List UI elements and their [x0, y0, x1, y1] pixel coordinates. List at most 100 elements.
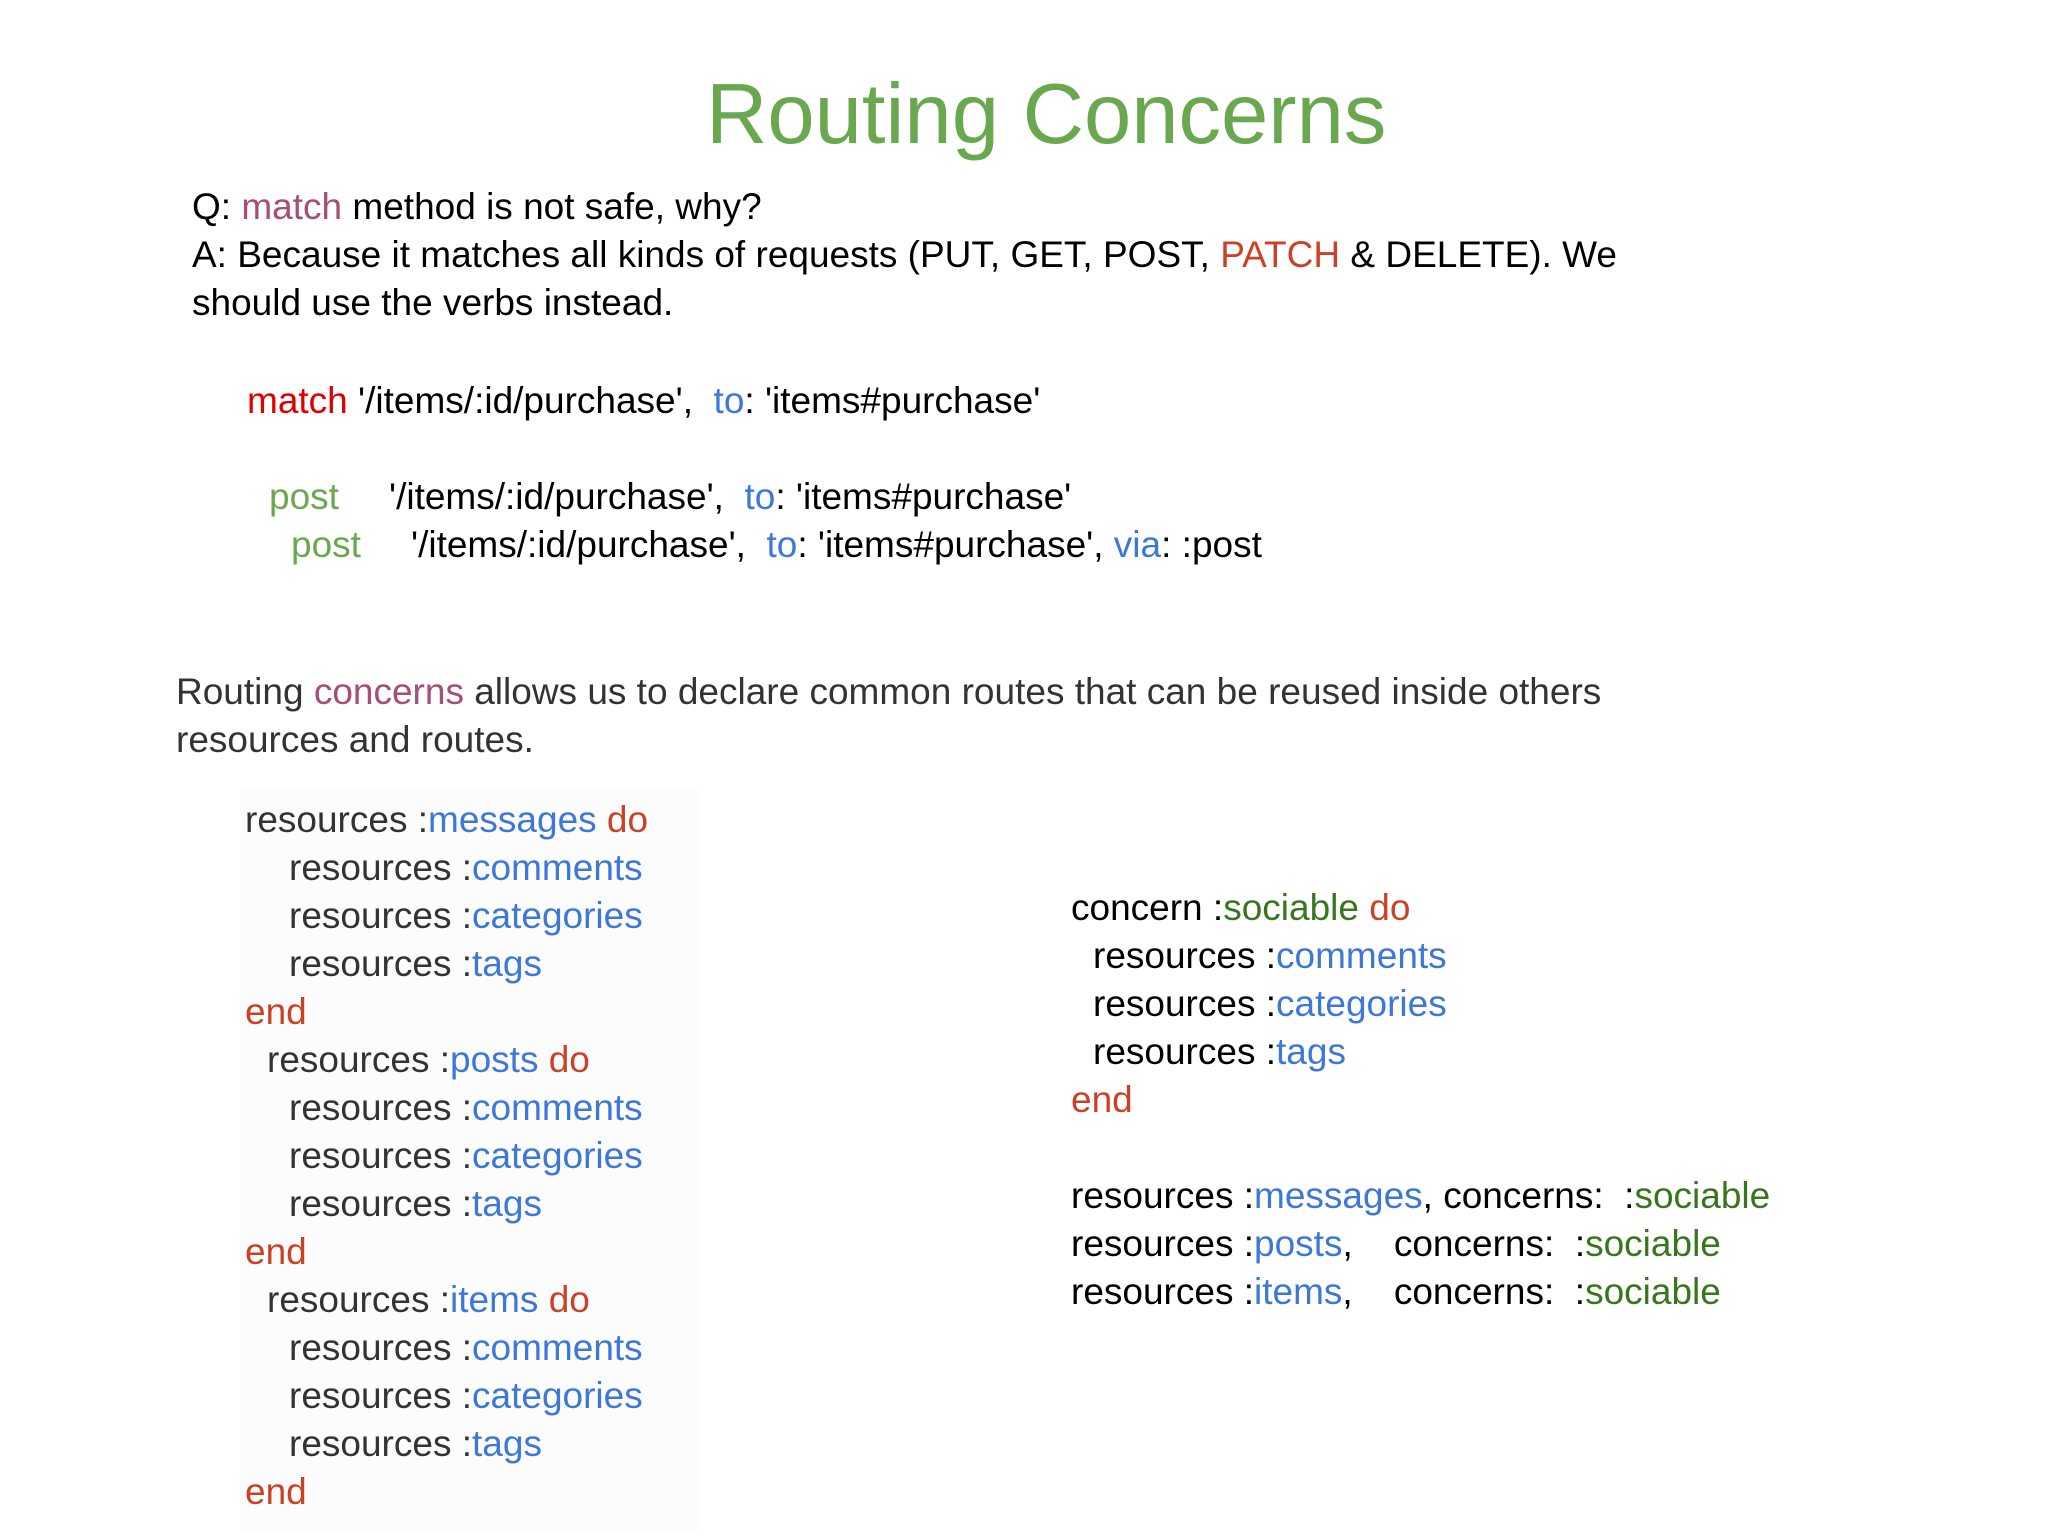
- usage-resources-kw: resources :: [1071, 1175, 1255, 1216]
- usage-sep: , concerns: :: [1342, 1223, 1586, 1264]
- concern-resources-kw: resources :: [1093, 1031, 1277, 1072]
- code-line-comments: resources :comments: [289, 1329, 643, 1366]
- code-line-tags: resources :tags: [289, 1425, 542, 1462]
- usage-sep: , concerns: :: [1342, 1271, 1586, 1312]
- code-line-tags: resources :tags: [289, 1185, 542, 1222]
- code-symbol: tags: [472, 1183, 542, 1224]
- code-line-comments: resources :comments: [289, 849, 643, 886]
- concern-symbol: comments: [1276, 935, 1447, 976]
- usage-resources-kw: resources :: [1071, 1271, 1255, 1312]
- usage-resource: posts: [1254, 1223, 1343, 1264]
- concern-resources-kw: resources :: [1093, 935, 1277, 976]
- post-via-value: : :post: [1161, 524, 1262, 565]
- intro-line-1: Routing concerns allows us to declare co…: [176, 673, 1601, 710]
- concern-symbol: categories: [1276, 983, 1447, 1024]
- concern-kw: concern :: [1071, 887, 1224, 928]
- code-resources-kw: resources :: [289, 1375, 473, 1416]
- concern-resources-kw: resources :: [1093, 983, 1277, 1024]
- post-target: : 'items#purchase',: [797, 524, 1114, 565]
- code-resources-kw: resources :: [289, 1087, 473, 1128]
- question-prefix: Q:: [192, 186, 242, 227]
- code-line-categories: resources :categories: [289, 1377, 643, 1414]
- code-symbol: tags: [472, 943, 542, 984]
- usage-resource: messages: [1254, 1175, 1423, 1216]
- code-line-tags: resources :tags: [289, 945, 542, 982]
- post-example-line-2: post: [291, 526, 361, 563]
- page-title: Routing Concerns: [706, 67, 1387, 162]
- code-line-comments: resources :comments: [289, 1089, 643, 1126]
- concern-line-tags: resources :tags: [1093, 1033, 1346, 1070]
- code-symbol: categories: [472, 895, 643, 936]
- question-text: method is not safe, why?: [342, 186, 762, 227]
- code-symbol: posts: [450, 1039, 539, 1080]
- concern-end-kw: end: [1071, 1079, 1133, 1120]
- usage-sep: , concerns: :: [1422, 1175, 1635, 1216]
- code-end-kw: end: [245, 1231, 307, 1272]
- post-keyword: post: [269, 476, 339, 517]
- intro-line-2: resources and routes.: [176, 719, 534, 760]
- code-resources-kw: resources :: [245, 799, 429, 840]
- match-to-keyword: to: [713, 380, 745, 421]
- code-line-messages: resources :messages do: [245, 801, 648, 838]
- code-resources-kw: resources :: [289, 1327, 473, 1368]
- concern-line: concern :sociable do: [1071, 889, 1410, 926]
- code-symbol: comments: [472, 1087, 643, 1128]
- intro-text-post: allows us to declare common routes that …: [463, 671, 1602, 712]
- answer-line-2: should use the verbs instead.: [192, 282, 674, 323]
- intro-text-pre: Routing: [176, 671, 314, 712]
- match-path: '/items/:id/purchase',: [347, 380, 714, 421]
- code-do-kw: do: [538, 1039, 590, 1080]
- post-to-keyword: to: [766, 524, 798, 565]
- answer-text-post: & DELETE). We: [1340, 234, 1617, 275]
- code-end-kw: end: [245, 1471, 307, 1512]
- concern-name: sociable: [1223, 887, 1359, 928]
- post-path: '/items/:id/purchase',: [411, 524, 767, 565]
- code-resources-kw: resources :: [267, 1279, 451, 1320]
- concern-line-categories: resources :categories: [1093, 985, 1447, 1022]
- question-line: Q: match method is not safe, why?: [192, 188, 762, 225]
- intro-keyword: concerns: [313, 671, 464, 712]
- answer-text-pre: A: Because it matches all kinds of reque…: [192, 234, 1221, 275]
- code-block-background: [240, 790, 700, 1530]
- code-symbol: categories: [472, 1135, 643, 1176]
- code-do-kw: do: [538, 1279, 590, 1320]
- code-resources-kw: resources :: [289, 1135, 473, 1176]
- post-to-keyword: to: [744, 476, 776, 517]
- code-resources-kw: resources :: [289, 895, 473, 936]
- usage-line-messages: resources :messages, concerns: :sociable: [1071, 1177, 1770, 1214]
- post-path: '/items/:id/purchase',: [389, 476, 745, 517]
- concern-line-comments: resources :comments: [1093, 937, 1447, 974]
- code-symbol: categories: [472, 1375, 643, 1416]
- usage-line-items: resources :items, concerns: :sociable: [1071, 1273, 1721, 1310]
- usage-concern: sociable: [1634, 1175, 1771, 1216]
- usage-concern: sociable: [1585, 1271, 1721, 1312]
- post-example-line-1-rest: '/items/:id/purchase', to: 'items#purcha…: [389, 478, 1071, 515]
- question-keyword: match: [241, 186, 343, 227]
- code-resources-kw: resources :: [289, 943, 473, 984]
- usage-resources-kw: resources :: [1071, 1223, 1255, 1264]
- code-resources-kw: resources :: [267, 1039, 451, 1080]
- code-line-posts: resources :posts do: [267, 1041, 590, 1078]
- usage-line-posts: resources :posts, concerns: :sociable: [1071, 1225, 1721, 1262]
- code-resources-kw: resources :: [289, 1423, 473, 1464]
- concern-symbol: tags: [1276, 1031, 1346, 1072]
- post-via-keyword: via: [1113, 524, 1162, 565]
- code-symbol: comments: [472, 1327, 643, 1368]
- match-keyword: match: [247, 380, 348, 421]
- match-example-line: match '/items/:id/purchase', to: 'items#…: [247, 382, 1040, 419]
- code-resources-kw: resources :: [289, 1183, 473, 1224]
- post-example-line-2-rest: '/items/:id/purchase', to: 'items#purcha…: [411, 526, 1262, 563]
- usage-concern: sociable: [1585, 1223, 1721, 1264]
- code-line-categories: resources :categories: [289, 897, 643, 934]
- post-keyword: post: [291, 524, 361, 565]
- code-end-kw: end: [245, 991, 307, 1032]
- code-symbol: tags: [472, 1423, 542, 1464]
- code-line-categories: resources :categories: [289, 1137, 643, 1174]
- post-target: : 'items#purchase': [775, 476, 1072, 517]
- usage-resource: items: [1254, 1271, 1343, 1312]
- concern-do-kw: do: [1358, 887, 1411, 928]
- answer-line-1: A: Because it matches all kinds of reque…: [192, 236, 1617, 273]
- code-resources-kw: resources :: [289, 847, 473, 888]
- post-example-line-1: post: [269, 478, 339, 515]
- code-symbol: comments: [472, 847, 643, 888]
